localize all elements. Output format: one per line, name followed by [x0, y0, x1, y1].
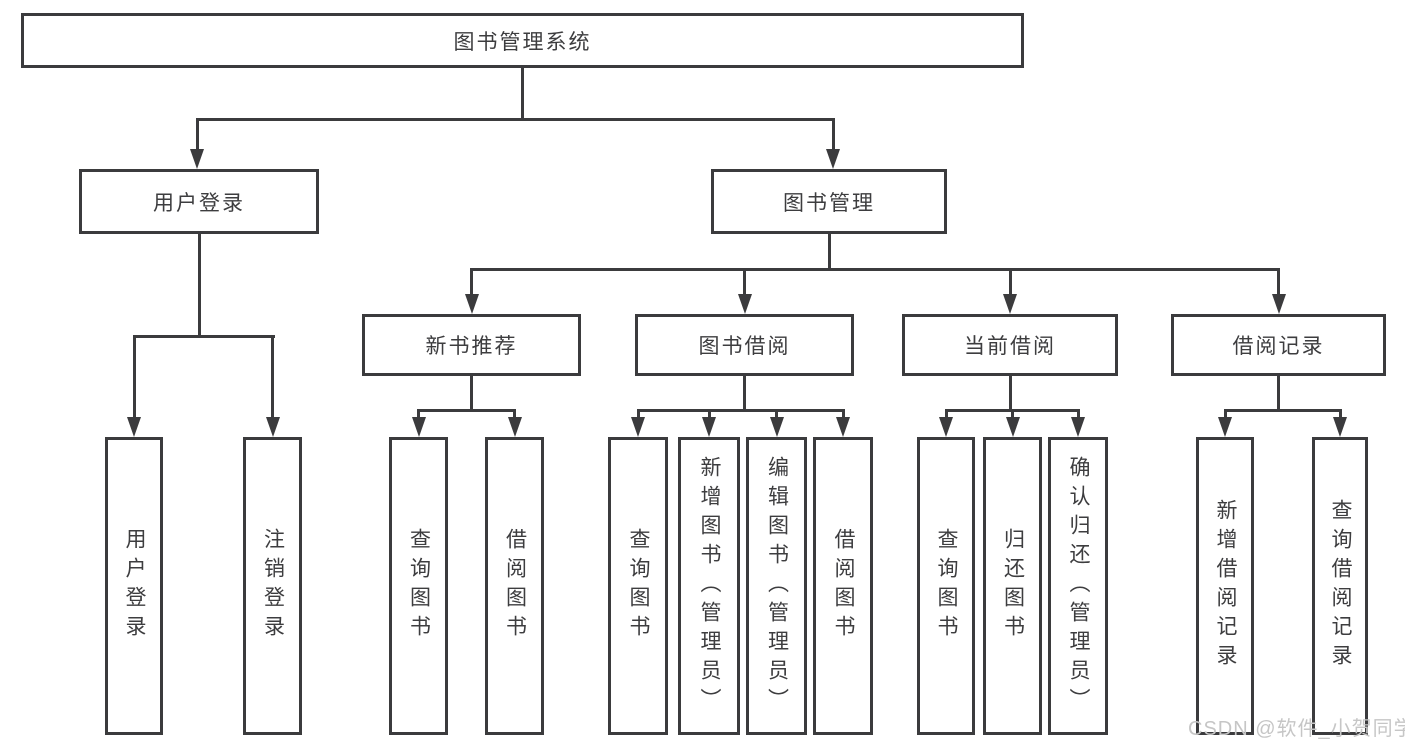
connector-arrow-down: [190, 118, 204, 169]
connector-arrow-down: [702, 409, 716, 437]
connector-line: [636, 409, 845, 412]
connector-line: [1277, 376, 1280, 412]
node-new-book-recommend: 新书推荐: [362, 314, 581, 376]
connector-line: [743, 376, 746, 412]
node-borrow-records: 借阅记录: [1171, 314, 1386, 376]
connector-arrow-down: [1005, 409, 1020, 437]
leaf-add-books-admin: 新增图书（管理员）: [678, 437, 740, 735]
connector-line: [195, 118, 835, 121]
connector-line: [132, 335, 275, 338]
leaf-query-borrow-record: 查询借阅记录: [1312, 437, 1368, 735]
connector-line: [521, 68, 524, 118]
leaf-borrow-books-recommend: 借阅图书: [485, 437, 544, 735]
node-current-borrow: 当前借阅: [902, 314, 1118, 376]
leaf-return-books: 归还图书: [983, 437, 1042, 735]
connector-line: [1008, 376, 1012, 412]
connector-arrow-down: [836, 409, 850, 437]
connector-line: [470, 268, 1280, 271]
connector-arrow-down: [265, 335, 280, 437]
connector-arrow-down: [411, 409, 426, 437]
connector-arrow-down: [737, 268, 752, 314]
connector-line: [417, 409, 516, 412]
leaf-query-books-borrow: 查询图书: [608, 437, 668, 735]
leaf-borrow-books: 借阅图书: [813, 437, 873, 735]
connector-arrow-down: [769, 409, 784, 437]
connector-arrow-down: [127, 335, 141, 437]
node-library-management-system: 图书管理系统: [21, 13, 1024, 68]
leaf-logout: 注销登录: [243, 437, 302, 735]
connector-arrow-down: [939, 409, 953, 437]
connector-arrow-down: [1271, 268, 1286, 314]
leaf-add-borrow-record: 新增借阅记录: [1196, 437, 1254, 735]
connector-arrow-down: [1071, 409, 1085, 437]
connector-line: [470, 376, 473, 412]
leaf-query-books-current: 查询图书: [917, 437, 975, 735]
connector-line: [197, 234, 201, 338]
connector-arrow-down: [1333, 409, 1347, 437]
connector-arrow-down: [1218, 409, 1232, 437]
node-user-login: 用户登录: [79, 169, 319, 234]
connector-arrow-down: [1003, 268, 1017, 314]
connector-arrow-down: [631, 409, 645, 437]
leaf-user-login: 用户登录: [105, 437, 163, 735]
connector-line: [827, 234, 831, 271]
connector-arrow-down: [826, 118, 840, 169]
connector-arrow-down: [464, 268, 479, 314]
leaf-edit-books-admin: 编辑图书（管理员）: [746, 437, 807, 735]
leaf-query-books-recommend: 查询图书: [389, 437, 448, 735]
node-book-borrow: 图书借阅: [635, 314, 854, 376]
leaf-confirm-return-admin: 确认归还（管理员）: [1048, 437, 1108, 735]
csdn-watermark: CSDN @软件_小贺同学: [1188, 718, 1405, 740]
connector-arrow-down: [507, 409, 522, 437]
connector-line: [1223, 409, 1342, 412]
node-book-management: 图书管理: [711, 169, 947, 234]
